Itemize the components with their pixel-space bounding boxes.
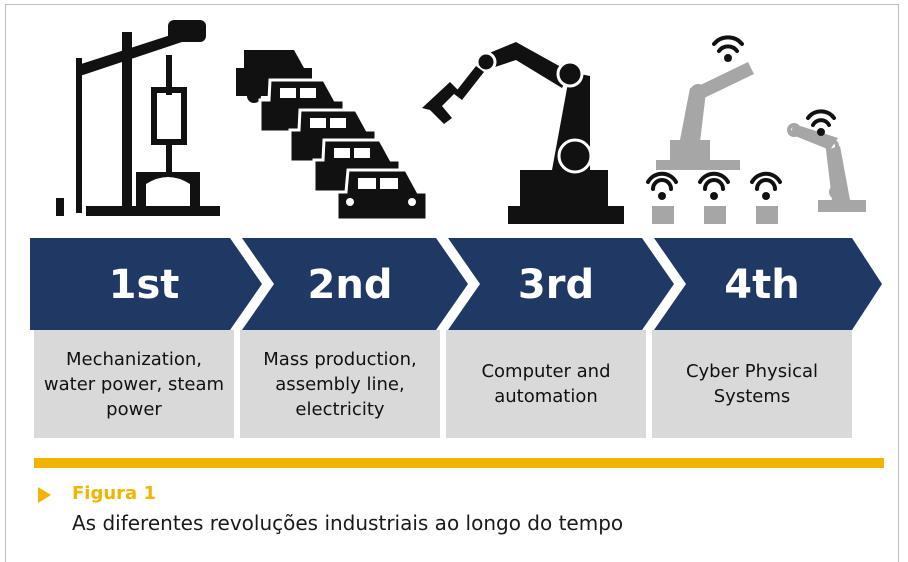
description-line: electricity: [295, 398, 385, 420]
figure-caption: As diferentes revoluções industriais ao …: [72, 511, 624, 535]
description-line: assembly line,: [275, 373, 405, 395]
description-line: Mechanization,: [65, 348, 202, 370]
figure-frame: [5, 4, 899, 562]
arrow-segment-1st: [30, 238, 262, 330]
description-line: Mass production,: [263, 348, 417, 370]
description-line: power: [106, 398, 162, 420]
stage-description-4th: Cyber Physical Systems: [652, 330, 852, 438]
timeline-arrow: [30, 238, 882, 330]
arrow-segment-2nd: [242, 238, 468, 330]
stage-label-1st: 1st: [108, 262, 180, 308]
triangle-bullet-icon: [38, 487, 51, 503]
description-line: Computer and: [481, 361, 611, 382]
illustration-strip: [56, 20, 866, 224]
robot-arm-icon: [422, 42, 624, 224]
stage-label-2nd: 2nd: [307, 262, 393, 308]
stage-description-1st: Mechanization, water power, steam power: [34, 330, 234, 438]
accent-divider: [34, 458, 884, 468]
description-line: Systems: [713, 386, 791, 407]
stage-description-2nd: Mass production, assembly line, electric…: [240, 330, 440, 438]
description-line: automation: [494, 386, 598, 407]
stage-label-4th: 4th: [724, 262, 800, 308]
assembly-line-cars-icon: [236, 50, 429, 222]
figure-title: Figura 1: [72, 483, 156, 504]
arrow-segment-3rd: [448, 238, 674, 330]
description-line: water power, steam: [43, 373, 225, 395]
arrow-segment-4th: [654, 238, 882, 330]
stage-label-3rd: 3rd: [517, 262, 595, 308]
connected-robots-icon: [646, 35, 866, 224]
steam-engine-icon: [56, 20, 220, 216]
stage-description-3rd: Computer and automation: [446, 330, 646, 438]
description-line: Cyber Physical: [685, 361, 819, 382]
